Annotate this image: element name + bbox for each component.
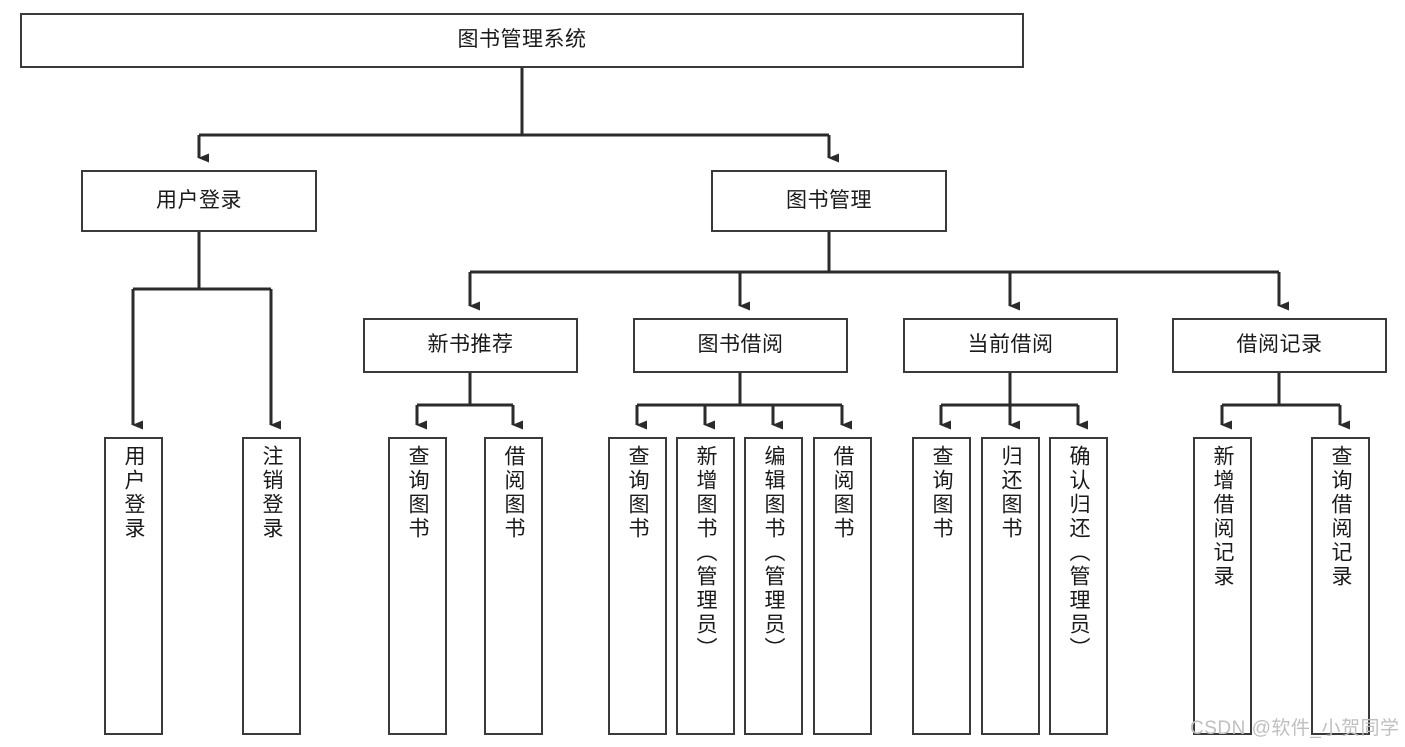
node-current-borrow[interactable]: 当前借阅	[903, 318, 1118, 373]
leaf-node-query-book-recommend[interactable]: 查询图书	[388, 437, 447, 735]
csdn-watermark: CSDN @软件_小贺同学	[1190, 718, 1400, 739]
node-label: 查询图书	[626, 445, 649, 541]
leaf-node-edit-book-admin[interactable]: 编辑图书（管理员）	[744, 437, 803, 735]
node-user-login[interactable]: 用户登录	[81, 170, 317, 232]
node-label: 确认归还（管理员）	[1067, 445, 1090, 661]
leaf-node-query-book-borrow[interactable]: 查询图书	[608, 437, 667, 735]
node-label: 图书管理系统	[457, 28, 587, 52]
leaf-node-logout-login[interactable]: 注销登录	[242, 437, 301, 735]
node-label: 用户登录	[156, 188, 242, 212]
node-label: 借阅记录	[1236, 333, 1323, 357]
leaf-node-query-borrow-record[interactable]: 查询借阅记录	[1311, 437, 1370, 735]
leaf-node-borrow-book[interactable]: 借阅图书	[813, 437, 872, 735]
node-label: 归还图书	[999, 445, 1022, 541]
node-label: 借阅图书	[831, 445, 854, 541]
leaf-node-add-borrow-record[interactable]: 新增借阅记录	[1193, 437, 1252, 735]
leaf-node-return-book[interactable]: 归还图书	[981, 437, 1040, 735]
leaf-node-query-book-current[interactable]: 查询图书	[912, 437, 971, 735]
node-label: 注销登录	[260, 445, 283, 541]
node-label: 查询图书	[406, 445, 429, 541]
node-label: 新增图书（管理员）	[694, 445, 717, 661]
leaf-node-confirm-return-admin[interactable]: 确认归还（管理员）	[1049, 437, 1108, 735]
node-label: 编辑图书（管理员）	[762, 445, 785, 661]
leaf-node-user-login[interactable]: 用户登录	[104, 437, 163, 735]
node-book-borrow[interactable]: 图书借阅	[633, 318, 848, 373]
node-label: 借阅图书	[502, 445, 525, 541]
node-borrow-record[interactable]: 借阅记录	[1172, 318, 1387, 373]
node-new-book-recommend[interactable]: 新书推荐	[363, 318, 578, 373]
node-root-book-management-system[interactable]: 图书管理系统	[20, 13, 1024, 68]
node-label: 当前借阅	[967, 333, 1054, 357]
leaf-node-borrow-book-recommend[interactable]: 借阅图书	[484, 437, 543, 735]
node-label: 图书借阅	[697, 333, 784, 357]
leaf-node-add-book-admin[interactable]: 新增图书（管理员）	[676, 437, 735, 735]
node-label: 查询图书	[930, 445, 953, 541]
node-label: 新增借阅记录	[1211, 445, 1234, 589]
node-label: 查询借阅记录	[1329, 445, 1352, 589]
node-label: 图书管理	[786, 188, 872, 212]
node-label: 用户登录	[122, 445, 145, 541]
node-label: 新书推荐	[427, 333, 514, 357]
node-book-management[interactable]: 图书管理	[711, 170, 947, 232]
